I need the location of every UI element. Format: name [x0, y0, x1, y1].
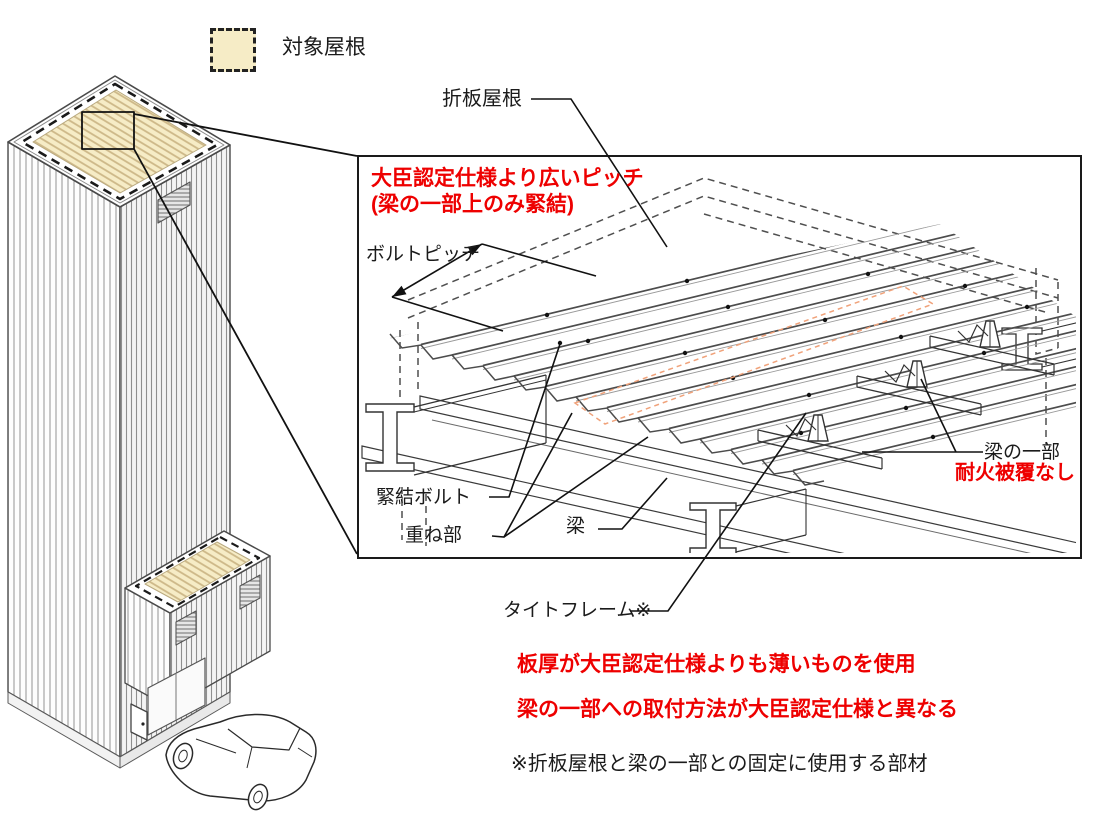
tower-vent-louver — [157, 181, 191, 224]
annex-vent-1 — [175, 610, 197, 646]
note-wider-pitch-line2: (梁の一部上のみ緊結) — [371, 193, 574, 216]
note-no-fireproofing: 耐火被覆なし — [955, 462, 1075, 484]
legend-label: 対象屋根 — [282, 36, 366, 59]
leader-overlap — [491, 412, 649, 538]
tower-roof-dashed-border — [20, 82, 219, 201]
footnote: ※折板屋根と梁の一部との固定に使用する部材 — [511, 753, 928, 775]
bolt-pitch-arrow — [391, 243, 597, 332]
label-bolt-pitch: ボルトピッチ — [366, 244, 481, 265]
entrance — [130, 657, 206, 741]
callout-line-top — [133, 113, 358, 157]
detail-diagram — [361, 177, 1076, 553]
building-illustration — [7, 75, 358, 811]
label-overlap: 重ね部 — [405, 525, 463, 546]
beam-right-ibeam — [1001, 322, 1076, 371]
leader-tight-frame — [630, 412, 807, 612]
tight-frames — [757, 320, 1055, 470]
label-beam-part: 梁の一部 — [984, 442, 1061, 463]
leader-fastening-bolt — [489, 343, 561, 498]
beam-bottom-ibeam — [689, 488, 807, 553]
label-beam: 梁 — [566, 516, 586, 537]
label-tight-frame: タイトフレーム※ — [503, 600, 652, 621]
roof-front-zigzag — [389, 333, 825, 486]
callout-line-bottom — [133, 148, 358, 555]
car-illustration — [165, 713, 317, 811]
entrance-door — [130, 703, 148, 741]
label-fastening-bolt: 緊結ボルト — [376, 487, 472, 508]
red-note-attachment: 梁の一部への取付方法が大臣認定仕様と異なる — [517, 698, 958, 721]
leader-roof — [531, 98, 668, 248]
roof-bolts — [544, 271, 1030, 440]
tight-frame-3 — [929, 320, 1055, 376]
parapet-dashed — [399, 177, 1059, 546]
annex-roof — [124, 530, 271, 614]
label-folded-plate-roof: 折板屋根 — [442, 88, 522, 110]
legend-roof-swatch — [210, 28, 256, 72]
detail-box-frame — [357, 155, 1082, 559]
leader-beam-part — [862, 378, 983, 453]
tower-roof — [7, 75, 231, 208]
note-wider-pitch-line1: 大臣認定仕様より広いピッチ — [371, 167, 644, 190]
tower-roof-corrugated — [32, 89, 207, 194]
leader-lines — [391, 98, 983, 612]
callout-rect — [81, 111, 135, 150]
leader-beam — [598, 477, 668, 530]
beam-left-ibeam — [365, 374, 547, 476]
annex-vent-2 — [239, 574, 261, 610]
red-note-thickness: 板厚が大臣認定仕様よりも薄いものを使用 — [517, 653, 916, 676]
tight-frame-1 — [757, 414, 883, 470]
